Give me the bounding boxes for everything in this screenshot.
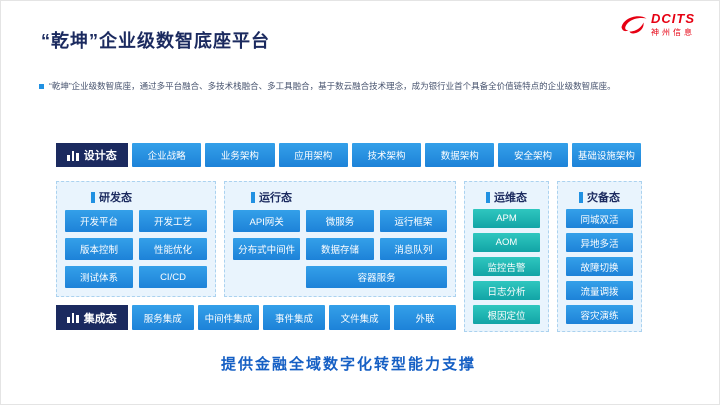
integration-item: 外联: [394, 305, 456, 330]
runtime-item: 数据存储: [306, 238, 374, 260]
ops-panel-title: 运维态: [494, 192, 527, 204]
dr-item: 异地多活: [566, 233, 633, 252]
integration-item: 文件集成: [328, 305, 391, 330]
design-row-label: 设计态: [56, 143, 128, 167]
footer-slogan: 提供金融全域数字化转型能力支撑: [220, 356, 476, 373]
runtime-panel: 运行态 容器服务 API网关微服务运行框架分布式中间件数据存储消息队列: [224, 181, 456, 297]
lower-section: 研发态 开发平台开发工艺版本控制性能优化测试体系 CI/CD 运行态 容器服务 A…: [56, 181, 642, 332]
logo-company: 神州信息: [651, 28, 695, 37]
integration-row-label-text: 集成态: [83, 312, 117, 325]
logo-text: DCITS 神州信息: [651, 12, 695, 38]
runtime-panel-header: 运行态: [233, 189, 447, 205]
dev-panel-header: 研发态: [65, 189, 207, 205]
ops-list: APM AOM 监控告警日志分析根因定位: [473, 209, 540, 324]
ops-panel: 运维态 APM AOM 监控告警日志分析根因定位: [464, 181, 549, 332]
ops-item: 日志分析: [473, 281, 540, 300]
design-item: 企业战略: [132, 143, 202, 167]
bar-icon: [579, 191, 583, 203]
dr-item: 容灾演练: [566, 305, 633, 324]
integration-item: 中间件集成: [197, 305, 260, 330]
runtime-container-item: 容器服务: [306, 266, 447, 288]
integration-item: 事件集成: [263, 305, 325, 330]
bars-icon: [67, 150, 79, 161]
design-item: 应用架构: [278, 143, 348, 167]
dr-panel: 灾备态 同城双活异地多活故障切换流量调拨容灾演练: [557, 181, 642, 332]
architecture-diagram: 设计态 企业战略业务架构应用架构技术架构数据架构安全架构基础设施架构 研发态 开…: [56, 143, 642, 332]
dev-item: 版本控制: [65, 238, 133, 260]
design-row-label-text: 设计态: [83, 150, 117, 162]
runtime-item: 运行框架: [379, 210, 447, 232]
logo-brand: DCITS: [651, 11, 695, 26]
ops-item: APM: [473, 209, 540, 228]
dr-item: 故障切换: [566, 257, 633, 276]
dev-item: CI/CD: [139, 266, 207, 288]
intro-line: “乾坤”企业级数智底座，通过多平台融合、多技术栈融合、多工具融合，基于数云融合技…: [39, 80, 689, 92]
page-title: “乾坤”企业级数智底座平台: [41, 31, 270, 51]
runtime-item: 消息队列: [379, 238, 447, 260]
dev-grid: 开发平台开发工艺版本控制性能优化测试体系 CI/CD: [65, 210, 207, 288]
dev-item: 开发工艺: [139, 210, 207, 232]
dr-item: 流量调拨: [566, 281, 633, 300]
bar-icon: [91, 191, 95, 203]
ops-item: AOM: [473, 233, 540, 252]
dev-item: 性能优化: [139, 238, 207, 260]
bars-icon: [67, 312, 79, 323]
design-row: 设计态 企业战略业务架构应用架构技术架构数据架构安全架构基础设施架构: [56, 143, 641, 167]
runtime-grid: 容器服务 API网关微服务运行框架分布式中间件数据存储消息队列: [233, 210, 447, 288]
runtime-item: 微服务: [306, 210, 374, 232]
dev-item: 测试体系: [65, 266, 133, 288]
dev-panel: 研发态 开发平台开发工艺版本控制性能优化测试体系 CI/CD: [56, 181, 216, 297]
ops-item: 监控告警: [473, 257, 540, 276]
dr-item: 同城双活: [566, 209, 633, 228]
dr-list: 同城双活异地多活故障切换流量调拨容灾演练: [566, 209, 633, 324]
logo: DCITS 神州信息: [619, 12, 695, 38]
ops-panel-header: 运维态: [473, 189, 540, 205]
left-column: 研发态 开发平台开发工艺版本控制性能优化测试体系 CI/CD 运行态 容器服务 A…: [56, 181, 456, 332]
ops-item: 根因定位: [473, 305, 540, 324]
dcits-swoosh-icon: [621, 16, 647, 34]
runtime-item: API网关: [233, 210, 301, 232]
dr-panel-header: 灾备态: [566, 189, 633, 205]
design-item: 基础设施架构: [571, 143, 641, 167]
integration-row: 集成态 服务集成中间件集成事件集成文件集成外联: [56, 305, 456, 330]
integration-row-label: 集成态: [56, 305, 128, 330]
runtime-item: 分布式中间件: [233, 238, 301, 260]
bar-icon: [486, 191, 490, 203]
design-item: 数据架构: [425, 143, 495, 167]
design-item: 业务架构: [205, 143, 275, 167]
design-item: 技术架构: [351, 143, 422, 167]
runtime-panel-title: 运行态: [259, 192, 292, 204]
integration-item: 服务集成: [132, 305, 194, 330]
bar-icon: [251, 191, 255, 203]
dev-panel-title: 研发态: [99, 192, 132, 204]
dr-panel-title: 灾备态: [587, 192, 620, 204]
intro-text: “乾坤”企业级数智底座，通过多平台融合、多技术栈融合、多工具融合，基于数云融合技…: [49, 81, 616, 91]
design-item: 安全架构: [498, 143, 568, 167]
middle-panels: 研发态 开发平台开发工艺版本控制性能优化测试体系 CI/CD 运行态 容器服务 A…: [56, 181, 456, 297]
dev-item: 开发平台: [65, 210, 133, 232]
bullet-icon: [39, 83, 44, 89]
